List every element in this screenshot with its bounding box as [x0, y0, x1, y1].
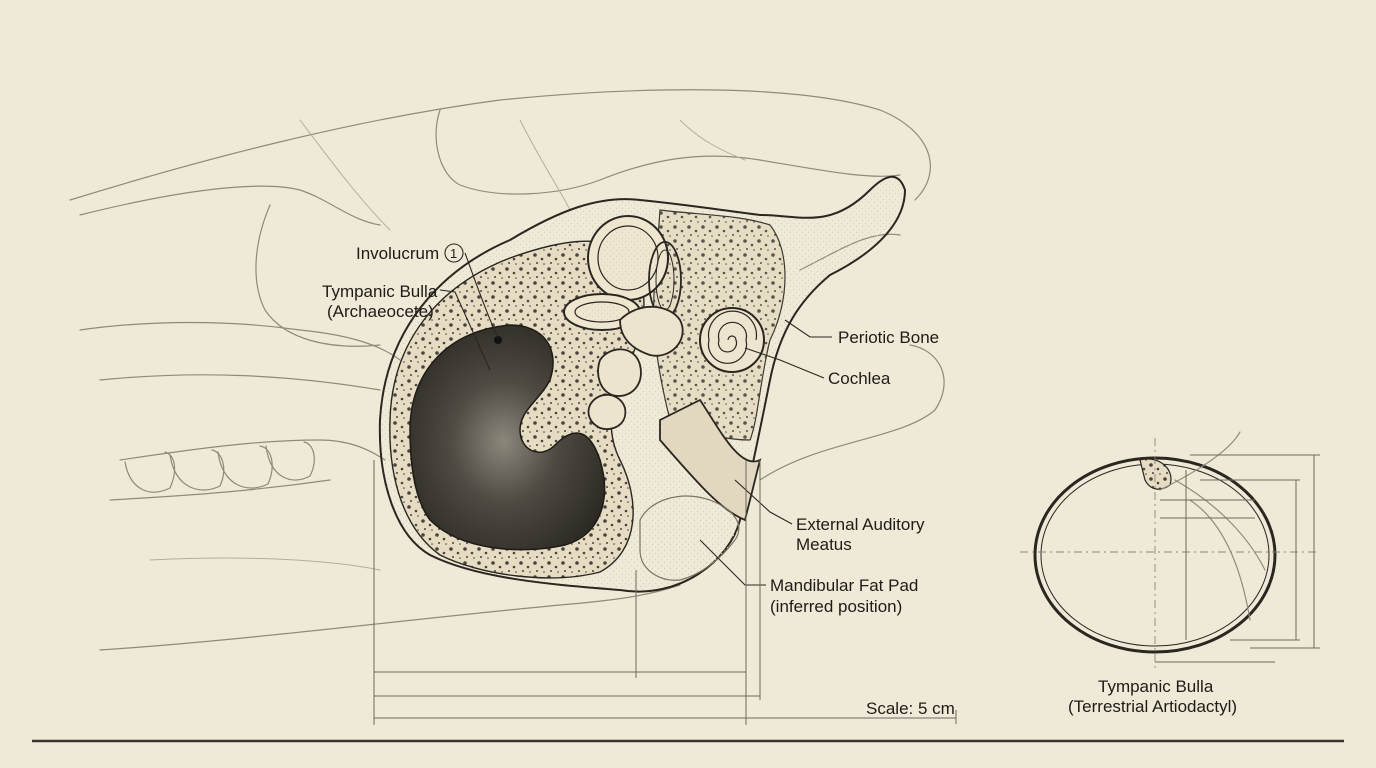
involucrum-number-circle [444, 243, 464, 263]
mandibular-fat-pad [639, 495, 740, 581]
label-cochlea: Cochlea [828, 369, 891, 388]
label-fat-pad-1: Mandibular Fat Pad [770, 576, 918, 595]
label-involucrum: Involucrum [356, 244, 439, 263]
involucrum-pore [494, 336, 502, 344]
label-auditory-meatus-2: Meatus [796, 535, 852, 554]
label-fat-pad-2: (inferred position) [770, 597, 902, 616]
cochlea-spiral [699, 307, 765, 373]
label-auditory-meatus-1: External Auditory [796, 515, 925, 534]
label-terrestrial-bulla-2: (Terrestrial Artiodactyl) [1068, 697, 1237, 716]
ossicles [587, 305, 684, 430]
label-periotic-bone: Periotic Bone [838, 328, 939, 347]
label-bulla-sub: (Archaeocete) [327, 302, 434, 321]
bulla-cavity [409, 324, 606, 551]
dimension-lines [373, 460, 957, 725]
auditory-meatus-tube [659, 398, 762, 522]
leader-lines [439, 252, 832, 586]
label-involucrum-number: 1 [450, 246, 457, 261]
label-bulla-title: Tympanic Bulla [322, 282, 438, 301]
label-scale: Scale: 5 cm [866, 699, 955, 718]
terrestrial-bulla-sketch [1020, 431, 1320, 670]
label-terrestrial-bulla-1: Tympanic Bulla [1098, 677, 1214, 696]
